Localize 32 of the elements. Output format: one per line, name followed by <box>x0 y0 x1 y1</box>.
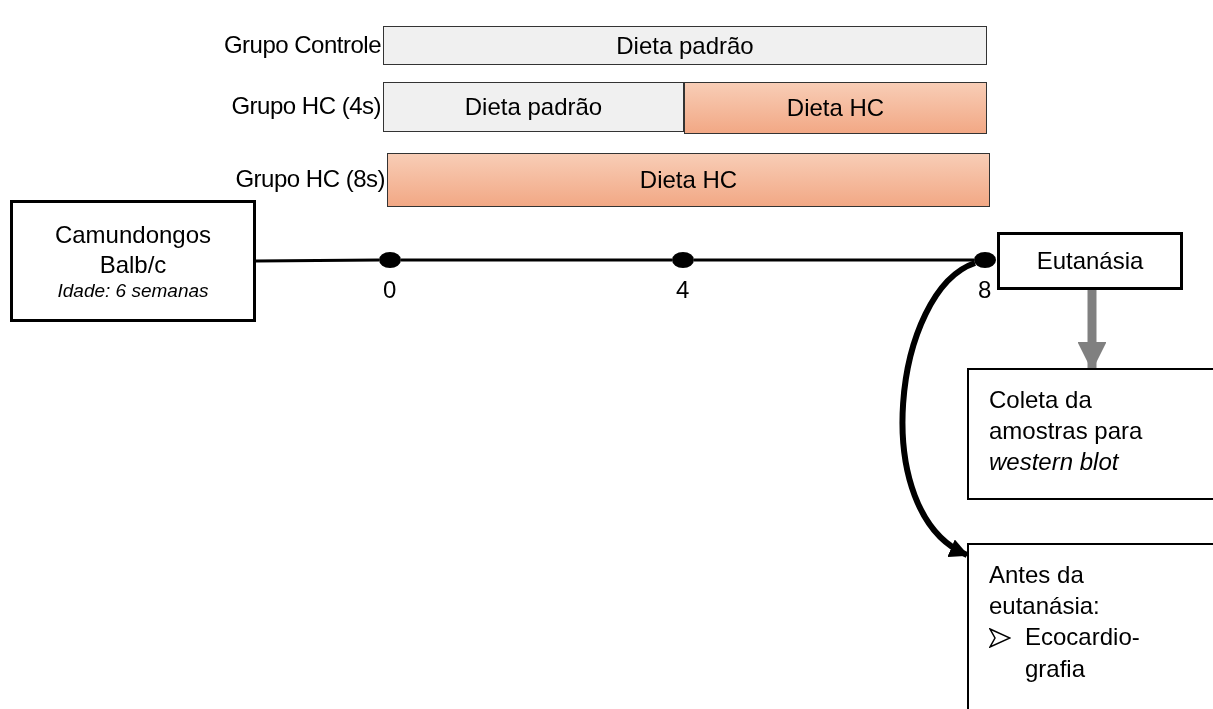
timeline-line <box>256 258 379 263</box>
arrow <box>1077 290 1107 371</box>
tick-label: 4 <box>676 276 690 304</box>
bar-label: Dieta padrão <box>616 31 754 60</box>
bar-label: Dieta HC <box>786 94 885 122</box>
diet-bar <box>383 26 987 65</box>
group-label: Grupo HC (4s) <box>231 92 381 120</box>
timeline-line <box>401 258 672 262</box>
diet-bar <box>383 82 684 132</box>
bar-label: Dieta padrão <box>464 93 603 121</box>
process-box <box>997 232 1183 290</box>
box-text: Coleta da amostras para western blot <box>989 385 1144 478</box>
bar-label: Dieta HC <box>639 166 738 194</box>
group-label: Grupo HC (8s) <box>235 165 385 193</box>
diet-bar <box>684 82 987 134</box>
box-text: Eutanásia <box>1036 247 1144 275</box>
tick-label: 8 <box>978 276 992 304</box>
diet-bar <box>387 153 990 207</box>
timeline-dot <box>672 252 694 268</box>
process-box <box>10 200 256 322</box>
note-box <box>967 368 1213 500</box>
bullet-text: Ecocardio- grafia <box>1025 622 1141 684</box>
note-box <box>967 543 1213 709</box>
arrow <box>899 260 977 558</box>
timeline-dot <box>379 252 401 268</box>
timeline-line <box>694 258 974 262</box>
box-text: Camundongos Balb/c <box>53 220 213 280</box>
group-label: Grupo Controle <box>223 30 381 59</box>
timeline-dot <box>974 252 996 268</box>
box-text: Antes da eutanásia: <box>989 560 1101 622</box>
box-subtext: Idade: 6 semanas <box>57 280 209 302</box>
tick-label: 0 <box>383 276 397 304</box>
